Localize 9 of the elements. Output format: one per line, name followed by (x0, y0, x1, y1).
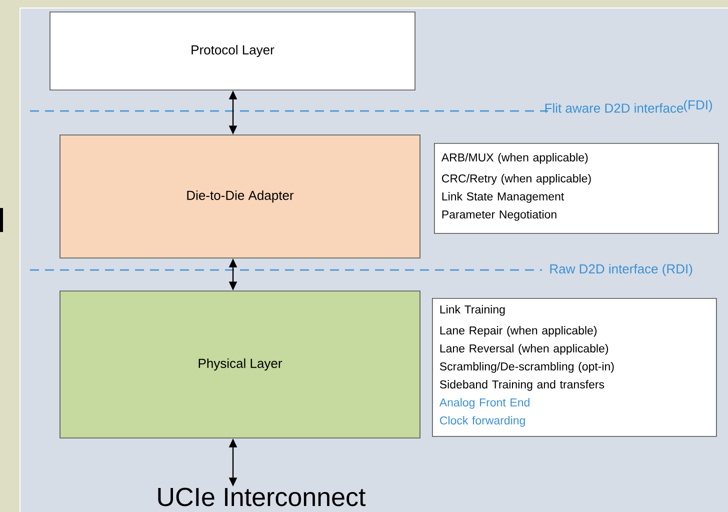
interface-label: (FDI) (684, 100, 712, 112)
feature-list-box: Link Training Lane Repair (when applicable) Lane Reversal (when applicable) Scrambling/De-scrambling (opt-in) Sideband Training and transfers Analog Front End Clock forwarding (432, 298, 717, 437)
layer-box: Physical Layer (60, 290, 420, 438)
layer-box: Protocol Layer (50, 12, 416, 90)
layer-box: Die-to-Die Adapter (60, 134, 420, 258)
interface-label: Flit aware D2D interface (545, 103, 684, 113)
interconnect-label: UCIe Interconnect (158, 488, 366, 506)
feature-list-box: ARB/MUX (when applicable) CRC/Retry (when applicable) Link State Management Parameter Negotiation (434, 143, 719, 234)
interface-label: Raw D2D interface (RDI) (548, 262, 694, 278)
